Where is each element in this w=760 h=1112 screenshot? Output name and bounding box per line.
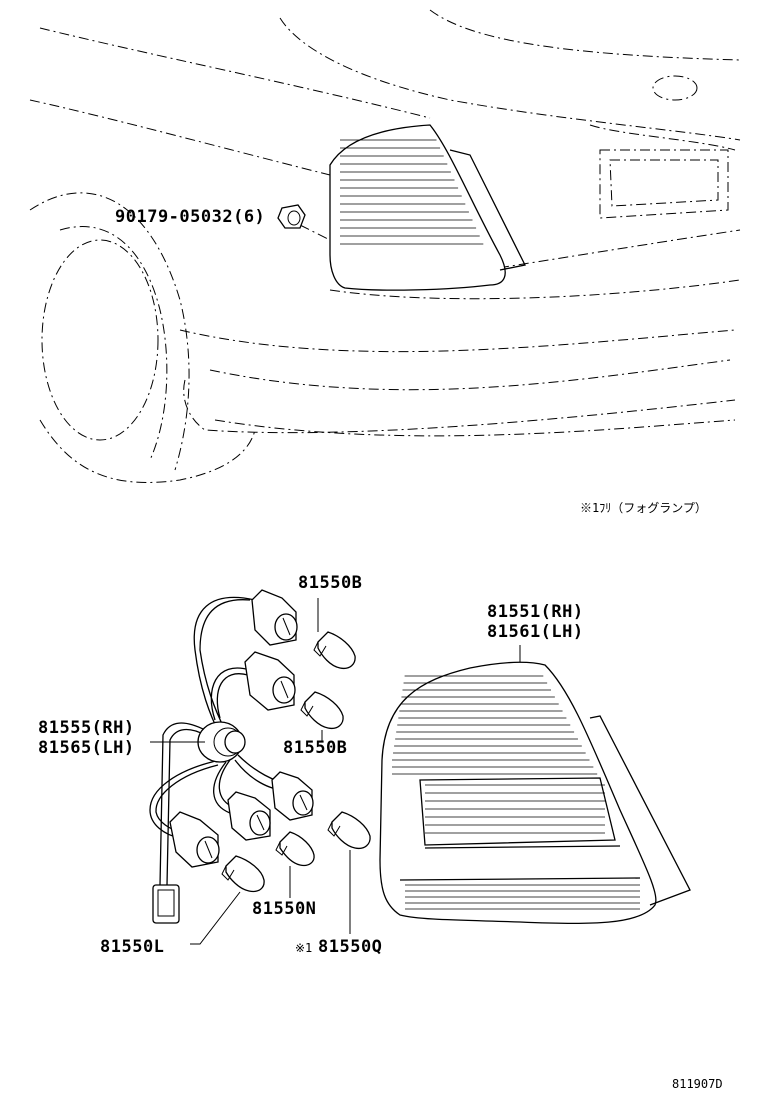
bulb-81550b-mid xyxy=(300,691,344,730)
fog-lamp-marker: ※1 xyxy=(295,941,312,955)
bulb-part-number-q: 81550Q xyxy=(318,937,382,957)
bulb-part-number-top: 81550B xyxy=(298,573,362,593)
bulb-part-number-l: 81550L xyxy=(100,937,164,957)
fog-lamp-note: ※1ﾌﾘ（フォグランプ） xyxy=(580,501,707,515)
installed-lamp-hatching xyxy=(340,139,484,245)
bulb-81550l xyxy=(221,855,265,893)
lamp-part-number-lh: 81561(LH) xyxy=(487,622,584,642)
tail-lamp-assembly xyxy=(379,661,691,925)
installed-tail-lamp xyxy=(329,124,526,291)
bulb-81550b-top xyxy=(313,631,356,670)
socket-part-number-rh: 81555(RH) xyxy=(38,718,135,738)
bulb-socket-3 xyxy=(271,771,314,821)
bulb-socket-1 xyxy=(251,589,298,646)
bulb-socket-5 xyxy=(169,811,220,868)
leader-81550l xyxy=(190,891,241,945)
lamp-part-number-rh: 81551(RH) xyxy=(487,602,584,622)
bulb-part-number-mid: 81550B xyxy=(283,738,347,758)
socket-wire-harness xyxy=(149,596,291,924)
socket-part-number-lh: 81565(LH) xyxy=(38,738,135,758)
bulb-part-number-n: 81550N xyxy=(252,899,316,919)
bulb-socket-4 xyxy=(227,791,271,841)
clip-part-number: 90179-05032(6) xyxy=(115,207,265,227)
diagram-reference-code: 811907D xyxy=(672,1077,723,1091)
bulb-81550n xyxy=(275,831,315,867)
lamp-lens-hatching xyxy=(392,675,640,910)
clip-part xyxy=(277,204,306,229)
bulb-socket-2 xyxy=(244,651,296,711)
bulb-81550q xyxy=(327,811,371,850)
